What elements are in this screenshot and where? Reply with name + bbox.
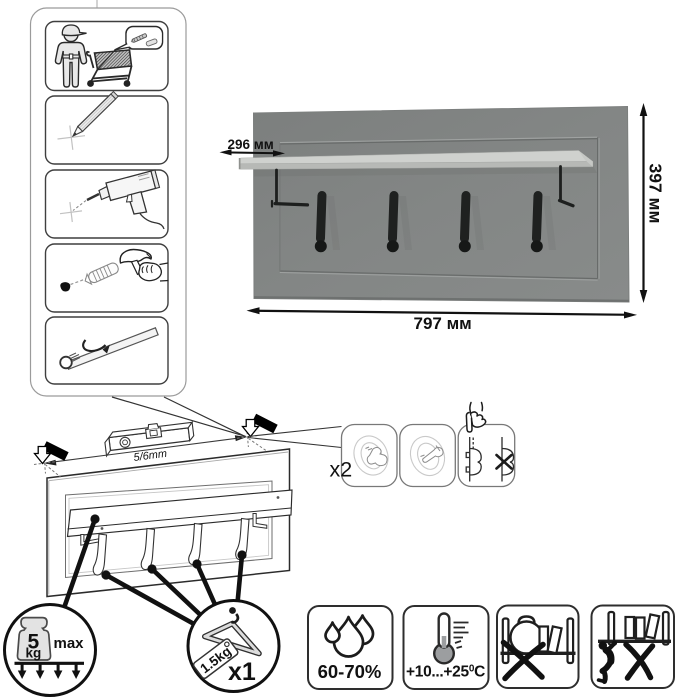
svg-text:kg: kg [26, 646, 42, 661]
svg-text:+10...+250C: +10...+250C [406, 664, 485, 681]
svg-text:5: 5 [28, 631, 40, 654]
svg-text:5/6mm: 5/6mm [133, 448, 168, 464]
svg-text:797 мм: 797 мм [414, 314, 472, 333]
svg-text:397 мм: 397 мм [646, 164, 666, 224]
svg-text:60-70%: 60-70% [318, 661, 382, 682]
svg-text:max: max [54, 635, 85, 652]
svg-text:x2: x2 [330, 458, 353, 482]
svg-text:296 мм: 296 мм [228, 137, 274, 152]
svg-text:x1: x1 [228, 658, 256, 686]
